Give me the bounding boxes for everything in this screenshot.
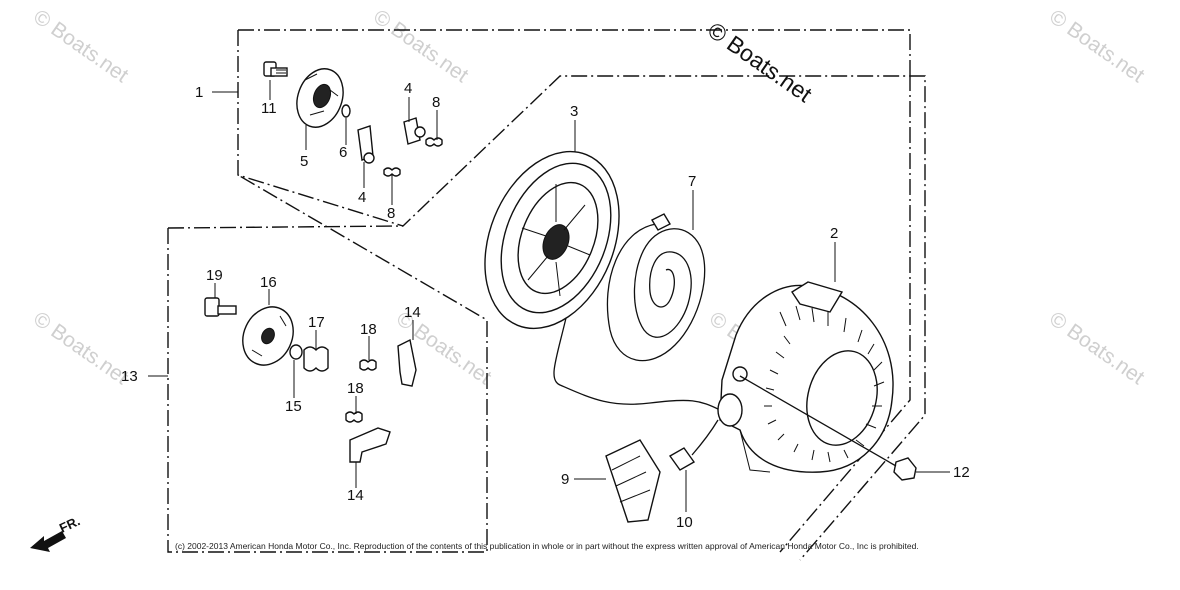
callout-8: 8 [387, 205, 395, 222]
front-arrow-icon [30, 531, 66, 552]
callout-12: 12 [953, 464, 970, 481]
part-11-bolt [263, 61, 288, 77]
part-14-link-upper [397, 338, 417, 387]
callout-4: 4 [358, 189, 366, 206]
leader-lines [148, 80, 950, 512]
group-outlines [167, 29, 926, 561]
front-indicator: FR. [30, 513, 82, 552]
copyright-notice: (c) 2002-2013 American Honda Motor Co., … [175, 541, 919, 551]
part-3-reel [484, 150, 620, 330]
outline-group-1 [237, 29, 926, 561]
watermark: © Boats.net [369, 5, 472, 87]
part-18-spring-lower [345, 411, 363, 423]
front-label: FR. [57, 513, 82, 535]
part-18-spring-upper [359, 359, 377, 371]
part-2-recoil-housing [717, 281, 894, 473]
callout-4: 4 [404, 80, 412, 97]
callout-7: 7 [688, 173, 696, 190]
part-16-friction-plate [242, 306, 294, 366]
callout-11: 11 [261, 100, 277, 117]
callout-15: 15 [285, 398, 302, 415]
callout-1: 1 [195, 84, 203, 101]
part-14-link-lower [349, 427, 391, 463]
part-4-pawl-lower [357, 125, 375, 164]
callout-16: 16 [260, 274, 277, 291]
callout-3: 3 [570, 103, 578, 120]
part-4-pawl-upper [403, 117, 426, 145]
callout-13: 13 [121, 368, 138, 385]
watermark: © Boats.net [1045, 5, 1148, 87]
part-6-washer [341, 104, 351, 118]
callout-17: 17 [308, 314, 325, 331]
part-5-ratchet [296, 68, 344, 128]
outline-right [779, 75, 911, 553]
callout-6: 6 [339, 144, 347, 161]
part-10-rope-guide [668, 419, 719, 471]
callout-9: 9 [561, 471, 569, 488]
callout-labels: 1 11 5 6 4 8 4 8 3 7 2 19 16 17 18 14 13… [121, 80, 970, 531]
part-8-spring-lower [383, 167, 401, 177]
part-7-spiral-spring [606, 213, 706, 362]
callout-19: 19 [206, 267, 223, 284]
part-8-spring-upper [425, 137, 443, 147]
part-17-spring [303, 346, 329, 372]
part-9-starter-grip [605, 439, 661, 523]
outline-group-13 [167, 174, 488, 553]
starter-rope [553, 317, 721, 411]
callout-5: 5 [300, 153, 308, 170]
callout-14: 14 [347, 487, 364, 504]
callout-14: 14 [404, 304, 421, 321]
callout-18: 18 [347, 380, 364, 397]
part-12-flange-bolt [739, 375, 917, 481]
watermark: © Boats.net [29, 5, 132, 87]
watermark: © Boats.net [1045, 307, 1148, 389]
callout-8: 8 [432, 94, 440, 111]
callout-10: 10 [676, 514, 693, 531]
part-15-washer [289, 344, 303, 360]
part-19-pin [204, 297, 237, 317]
callout-18: 18 [360, 321, 377, 338]
watermark: © Boats.net [29, 307, 132, 389]
callout-2: 2 [830, 225, 838, 242]
